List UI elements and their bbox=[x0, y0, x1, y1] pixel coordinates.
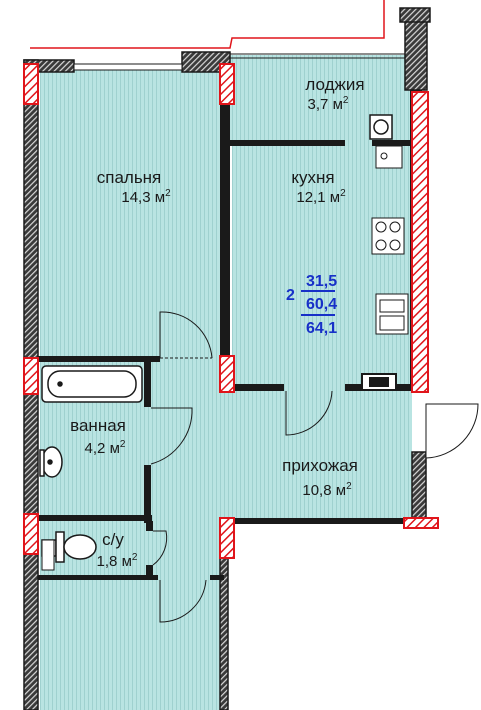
room-area-wc: 1,8 м2 bbox=[97, 553, 138, 571]
room-area-unit: м bbox=[329, 189, 341, 206]
columns bbox=[23, 63, 439, 559]
floor-kitchen bbox=[232, 145, 412, 390]
room-area-value: 1,8 bbox=[96, 553, 118, 570]
room-name-kitchen: кухня bbox=[291, 168, 335, 187]
total-area: 60,4 bbox=[306, 296, 338, 313]
floor-entry bbox=[150, 520, 222, 580]
room-area-value: 10,8 bbox=[302, 482, 332, 499]
total-area-with-loggia: 64,1 bbox=[306, 320, 338, 337]
floor-corridor bbox=[40, 575, 220, 710]
room-area-power: 2 bbox=[342, 95, 349, 106]
room-area-kitchen: 12,1 м2 bbox=[296, 189, 345, 207]
room-name-loggia: лоджия bbox=[305, 75, 365, 94]
room-name-bathroom: ванная bbox=[70, 416, 126, 435]
room-area-power: 2 bbox=[119, 439, 126, 450]
room-area-unit: м bbox=[332, 96, 343, 113]
sink-icon bbox=[39, 446, 63, 478]
vent-icon bbox=[369, 114, 393, 140]
doors bbox=[150, 311, 479, 623]
living-area: 31,5 bbox=[306, 273, 338, 290]
room-area-loggia: 3,7 м2 bbox=[308, 96, 349, 114]
room-name-bedroom: спальня bbox=[96, 168, 162, 187]
rooms-count: 2 bbox=[286, 287, 295, 304]
room-area-power: 2 bbox=[131, 552, 138, 563]
room-name-hallway: прихожая bbox=[282, 456, 358, 475]
boiler-icon bbox=[375, 145, 403, 169]
room-area-bathroom: 4,2 м2 bbox=[85, 440, 126, 458]
room-area-unit: м bbox=[109, 440, 120, 457]
room-area-value: 14,3 bbox=[121, 189, 151, 206]
kitchen-sink-icon bbox=[375, 293, 409, 335]
room-area-unit: м bbox=[335, 482, 347, 499]
room-area-power: 2 bbox=[346, 481, 352, 492]
wc-fixture bbox=[41, 539, 55, 571]
loggia-outline bbox=[30, 0, 385, 49]
room-area-value: 12,1 bbox=[296, 189, 326, 206]
room-area-power: 2 bbox=[165, 188, 171, 199]
room-area-hallway: 10,8 м2 bbox=[302, 482, 351, 500]
room-area-bedroom: 14,3 м2 bbox=[121, 189, 170, 207]
room-area-value: 4,2 bbox=[84, 440, 106, 457]
room-area-unit: м bbox=[121, 553, 132, 570]
room-area-power: 2 bbox=[340, 188, 346, 199]
room-name-wc: с/у bbox=[102, 530, 124, 549]
floor-bedroom bbox=[40, 70, 222, 358]
stove-icon bbox=[371, 217, 405, 255]
radiator-icon bbox=[361, 373, 397, 391]
room-area-value: 3,7 bbox=[307, 96, 329, 113]
bathtub-icon bbox=[41, 365, 143, 403]
room-area-unit: м bbox=[154, 189, 166, 206]
